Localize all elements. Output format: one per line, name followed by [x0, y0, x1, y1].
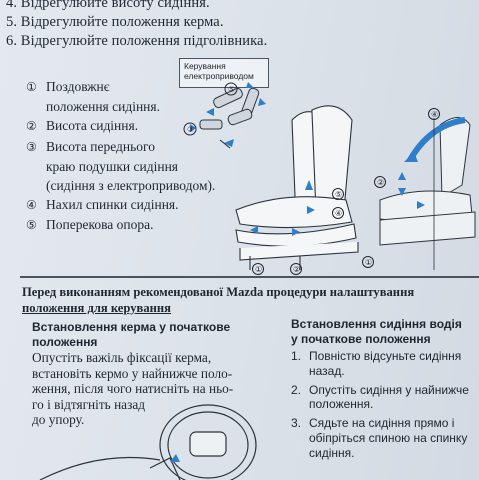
seat-illustration	[235, 105, 359, 270]
seat-arrows-icon	[250, 180, 315, 236]
section-title: Перед виконанням рекомендованої Mazda пр…	[22, 285, 415, 315]
svg-text:②: ②	[377, 178, 384, 187]
seat-adjustment-diagram: ③ ⑤ ① ② ④ ⑤	[183, 82, 476, 275]
step-4: 4. Відрегулюйте висоту сидіння.	[6, 0, 210, 11]
steering-heading: Встановлення керма у початкове положення	[32, 320, 231, 349]
section-divider	[20, 276, 479, 278]
svg-text:①: ①	[255, 265, 262, 274]
svg-text:④: ④	[431, 110, 438, 119]
side-seat-illustration	[379, 117, 476, 246]
svg-text:③: ③	[187, 125, 194, 134]
part-1-cont: положення сидіння.	[46, 99, 160, 115]
steering-instructions: Опустіть важіль фіксації керма, встанові…	[32, 350, 234, 427]
seat-reset-heading: Встановлення сидіння водія у початкове п…	[291, 317, 462, 346]
part-3-cont: краю подушки сидіння	[46, 158, 179, 174]
step-5: 5. Відрегулюйте положення керма.	[6, 14, 224, 30]
svg-text:⑤: ⑤	[335, 190, 342, 199]
part-3-cont2: (сидіння з електроприводом).	[46, 178, 216, 194]
power-control-label: Керування електроприводом	[179, 58, 269, 88]
adjustment-steps-list: 4. Відрегулюйте висоту сидіння. 5. Відре…	[6, 0, 267, 51]
svg-text:⑤: ⑤	[228, 85, 235, 94]
svg-text:②: ②	[293, 265, 300, 274]
control-arrows-icon	[190, 82, 266, 147]
step-6: 6. Відрегулюйте положення підголівника.	[6, 33, 268, 49]
svg-text:①: ①	[365, 258, 372, 267]
svg-text:④: ④	[335, 209, 342, 218]
